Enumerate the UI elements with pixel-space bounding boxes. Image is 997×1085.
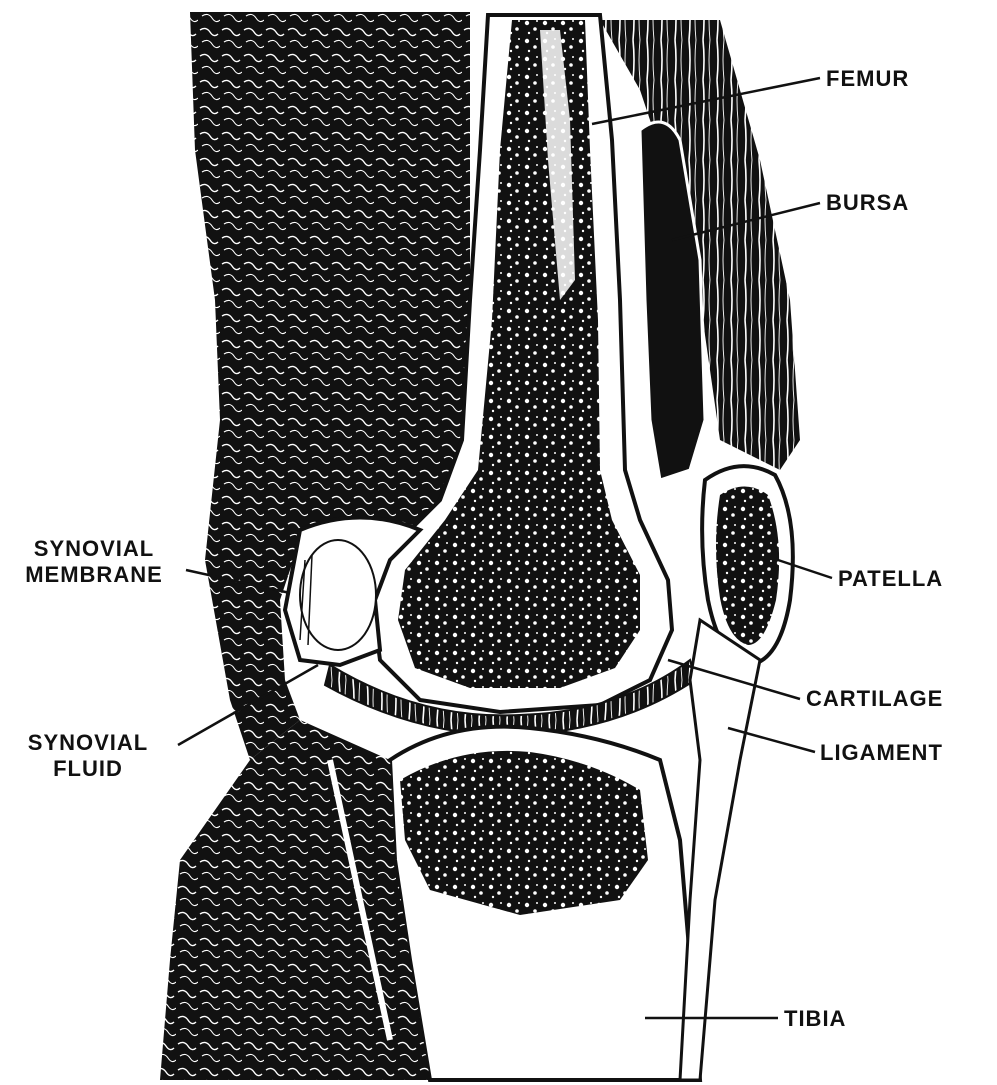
tibia-marrow <box>400 751 648 915</box>
label-synovial-fluid-line2: FLUID <box>6 756 170 782</box>
label-synovial-membrane-line1: SYNOVIAL <box>6 536 182 562</box>
label-ligament: LIGAMENT <box>820 740 943 766</box>
label-synovial-fluid: SYNOVIAL FLUID <box>6 730 170 782</box>
label-synovial-membrane-line2: MEMBRANE <box>6 562 182 588</box>
patellar-ligament <box>680 620 760 1080</box>
label-synovial-fluid-line1: SYNOVIAL <box>6 730 170 756</box>
label-cartilage: CARTILAGE <box>806 686 943 712</box>
label-bursa: BURSA <box>826 190 909 216</box>
label-patella: PATELLA <box>838 566 943 592</box>
label-synovial-membrane: SYNOVIAL MEMBRANE <box>6 536 182 588</box>
label-tibia: TIBIA <box>784 1006 846 1032</box>
label-femur: FEMUR <box>826 66 909 92</box>
